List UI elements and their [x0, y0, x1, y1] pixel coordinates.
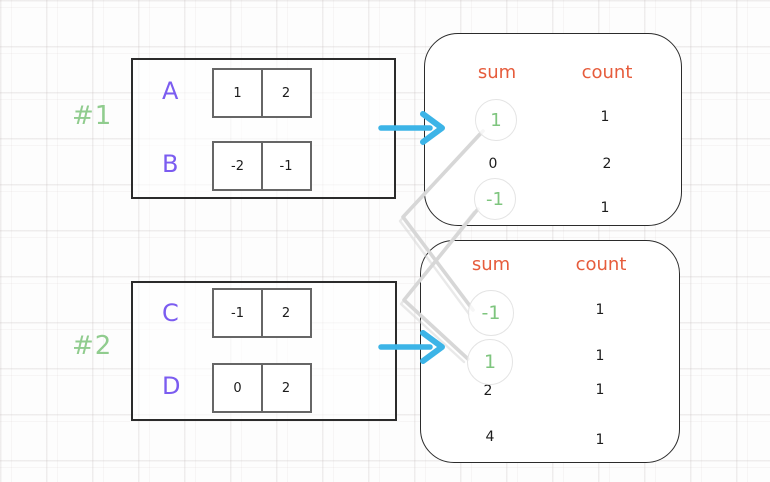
group2-label: #2 [72, 331, 113, 361]
highlight-circle-sum: -1 [474, 178, 516, 220]
group1-sum-header: sum [477, 62, 517, 83]
array-cell: -2 [212, 141, 263, 191]
array-cell: -1 [212, 288, 263, 338]
count-value: 1 [595, 382, 605, 398]
group1-count-header: count [581, 62, 633, 83]
group1-label: #1 [72, 101, 113, 131]
highlight-circle-sum: 1 [475, 99, 517, 141]
array-cell: -1 [260, 141, 312, 191]
array-c-cells: -1 2 [212, 288, 312, 338]
sum-value: 4 [485, 429, 495, 445]
array-label-a: A [162, 77, 179, 105]
highlight-circle-sum: 1 [467, 339, 513, 385]
array-d-cells: 0 2 [212, 363, 312, 413]
array-b-cells: -2 -1 [212, 141, 312, 191]
array-label-b: B [162, 150, 179, 178]
array-label-d: D [162, 372, 181, 400]
sum-value: 0 [488, 156, 498, 172]
array-cell: 2 [260, 288, 312, 338]
highlight-circle-sum: -1 [468, 290, 514, 336]
count-value: 1 [600, 200, 610, 216]
sum-value: 2 [483, 383, 493, 399]
array-a-cells: 1 2 [212, 68, 312, 118]
array-cell: 1 [212, 68, 263, 118]
count-value: 1 [595, 432, 605, 448]
count-value: 2 [602, 156, 612, 172]
count-value: 1 [595, 302, 605, 318]
count-value: 1 [600, 109, 610, 125]
array-cell: 2 [260, 68, 312, 118]
group2-count-header: count [575, 254, 627, 275]
group2-sum-header: sum [471, 254, 511, 275]
array-label-c: C [162, 299, 179, 327]
array-cell: 0 [212, 363, 263, 413]
array-cell: 2 [260, 363, 312, 413]
count-value: 1 [595, 348, 605, 364]
